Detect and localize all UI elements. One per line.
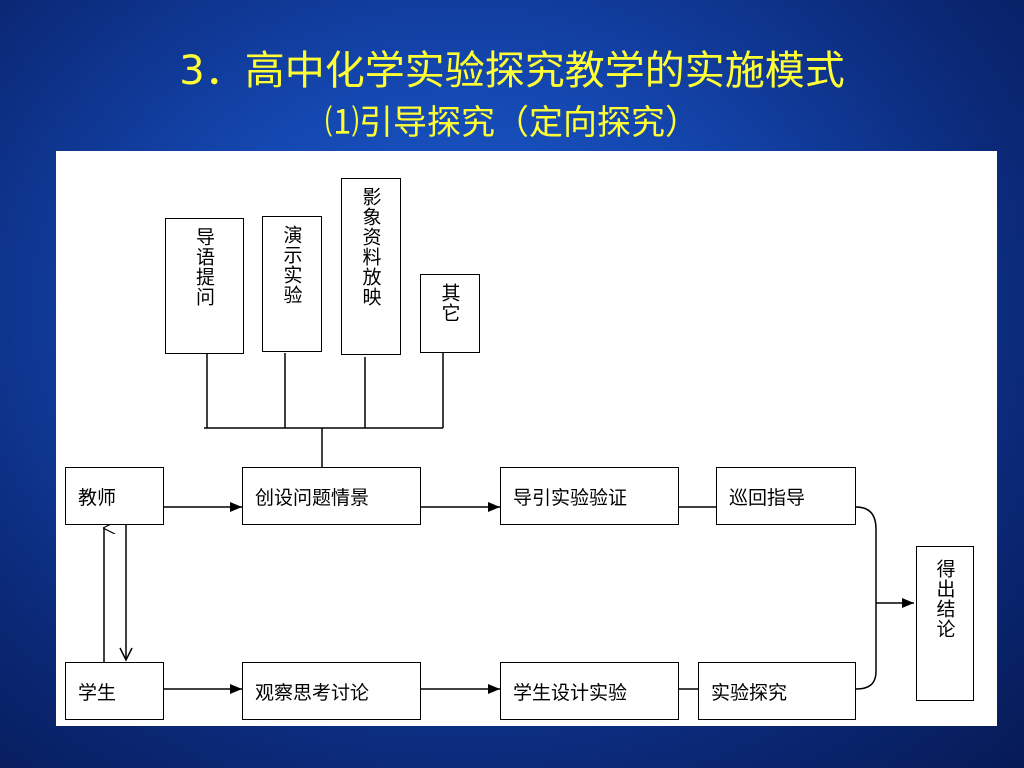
arrowhead-down [119, 647, 133, 662]
box-demo-experiment: 演示实验 [262, 216, 322, 352]
flow-diagram: 导语提问 演示实验 影象资料放映 其它 教师 创设问题情景 导引实验验证 巡回指… [56, 151, 997, 726]
box-student-design: 学生设计实验 [500, 662, 679, 720]
box-video-material: 影象资料放映 [341, 178, 401, 355]
slide-subtitle: ⑴引导探究（定向探究） [325, 103, 699, 143]
box-intro-question: 导语提问 [165, 218, 244, 354]
box-patrol-guidance: 巡回指导 [716, 467, 856, 525]
box-student: 学生 [65, 662, 164, 720]
slide-title: 3．高中化学实验探究教学的实施模式 [179, 48, 845, 94]
box-create-scenario: 创设问题情景 [242, 467, 421, 525]
box-explore: 实验探究 [698, 662, 856, 720]
box-guide-experiment: 导引实验验证 [500, 467, 679, 525]
box-observe-discuss: 观察思考讨论 [242, 662, 421, 720]
box-conclusion: 得出结论 [916, 546, 974, 701]
merge-curve [855, 506, 877, 690]
box-other: 其它 [420, 274, 480, 353]
connector-lines [56, 353, 914, 694]
box-teacher: 教师 [65, 467, 164, 525]
